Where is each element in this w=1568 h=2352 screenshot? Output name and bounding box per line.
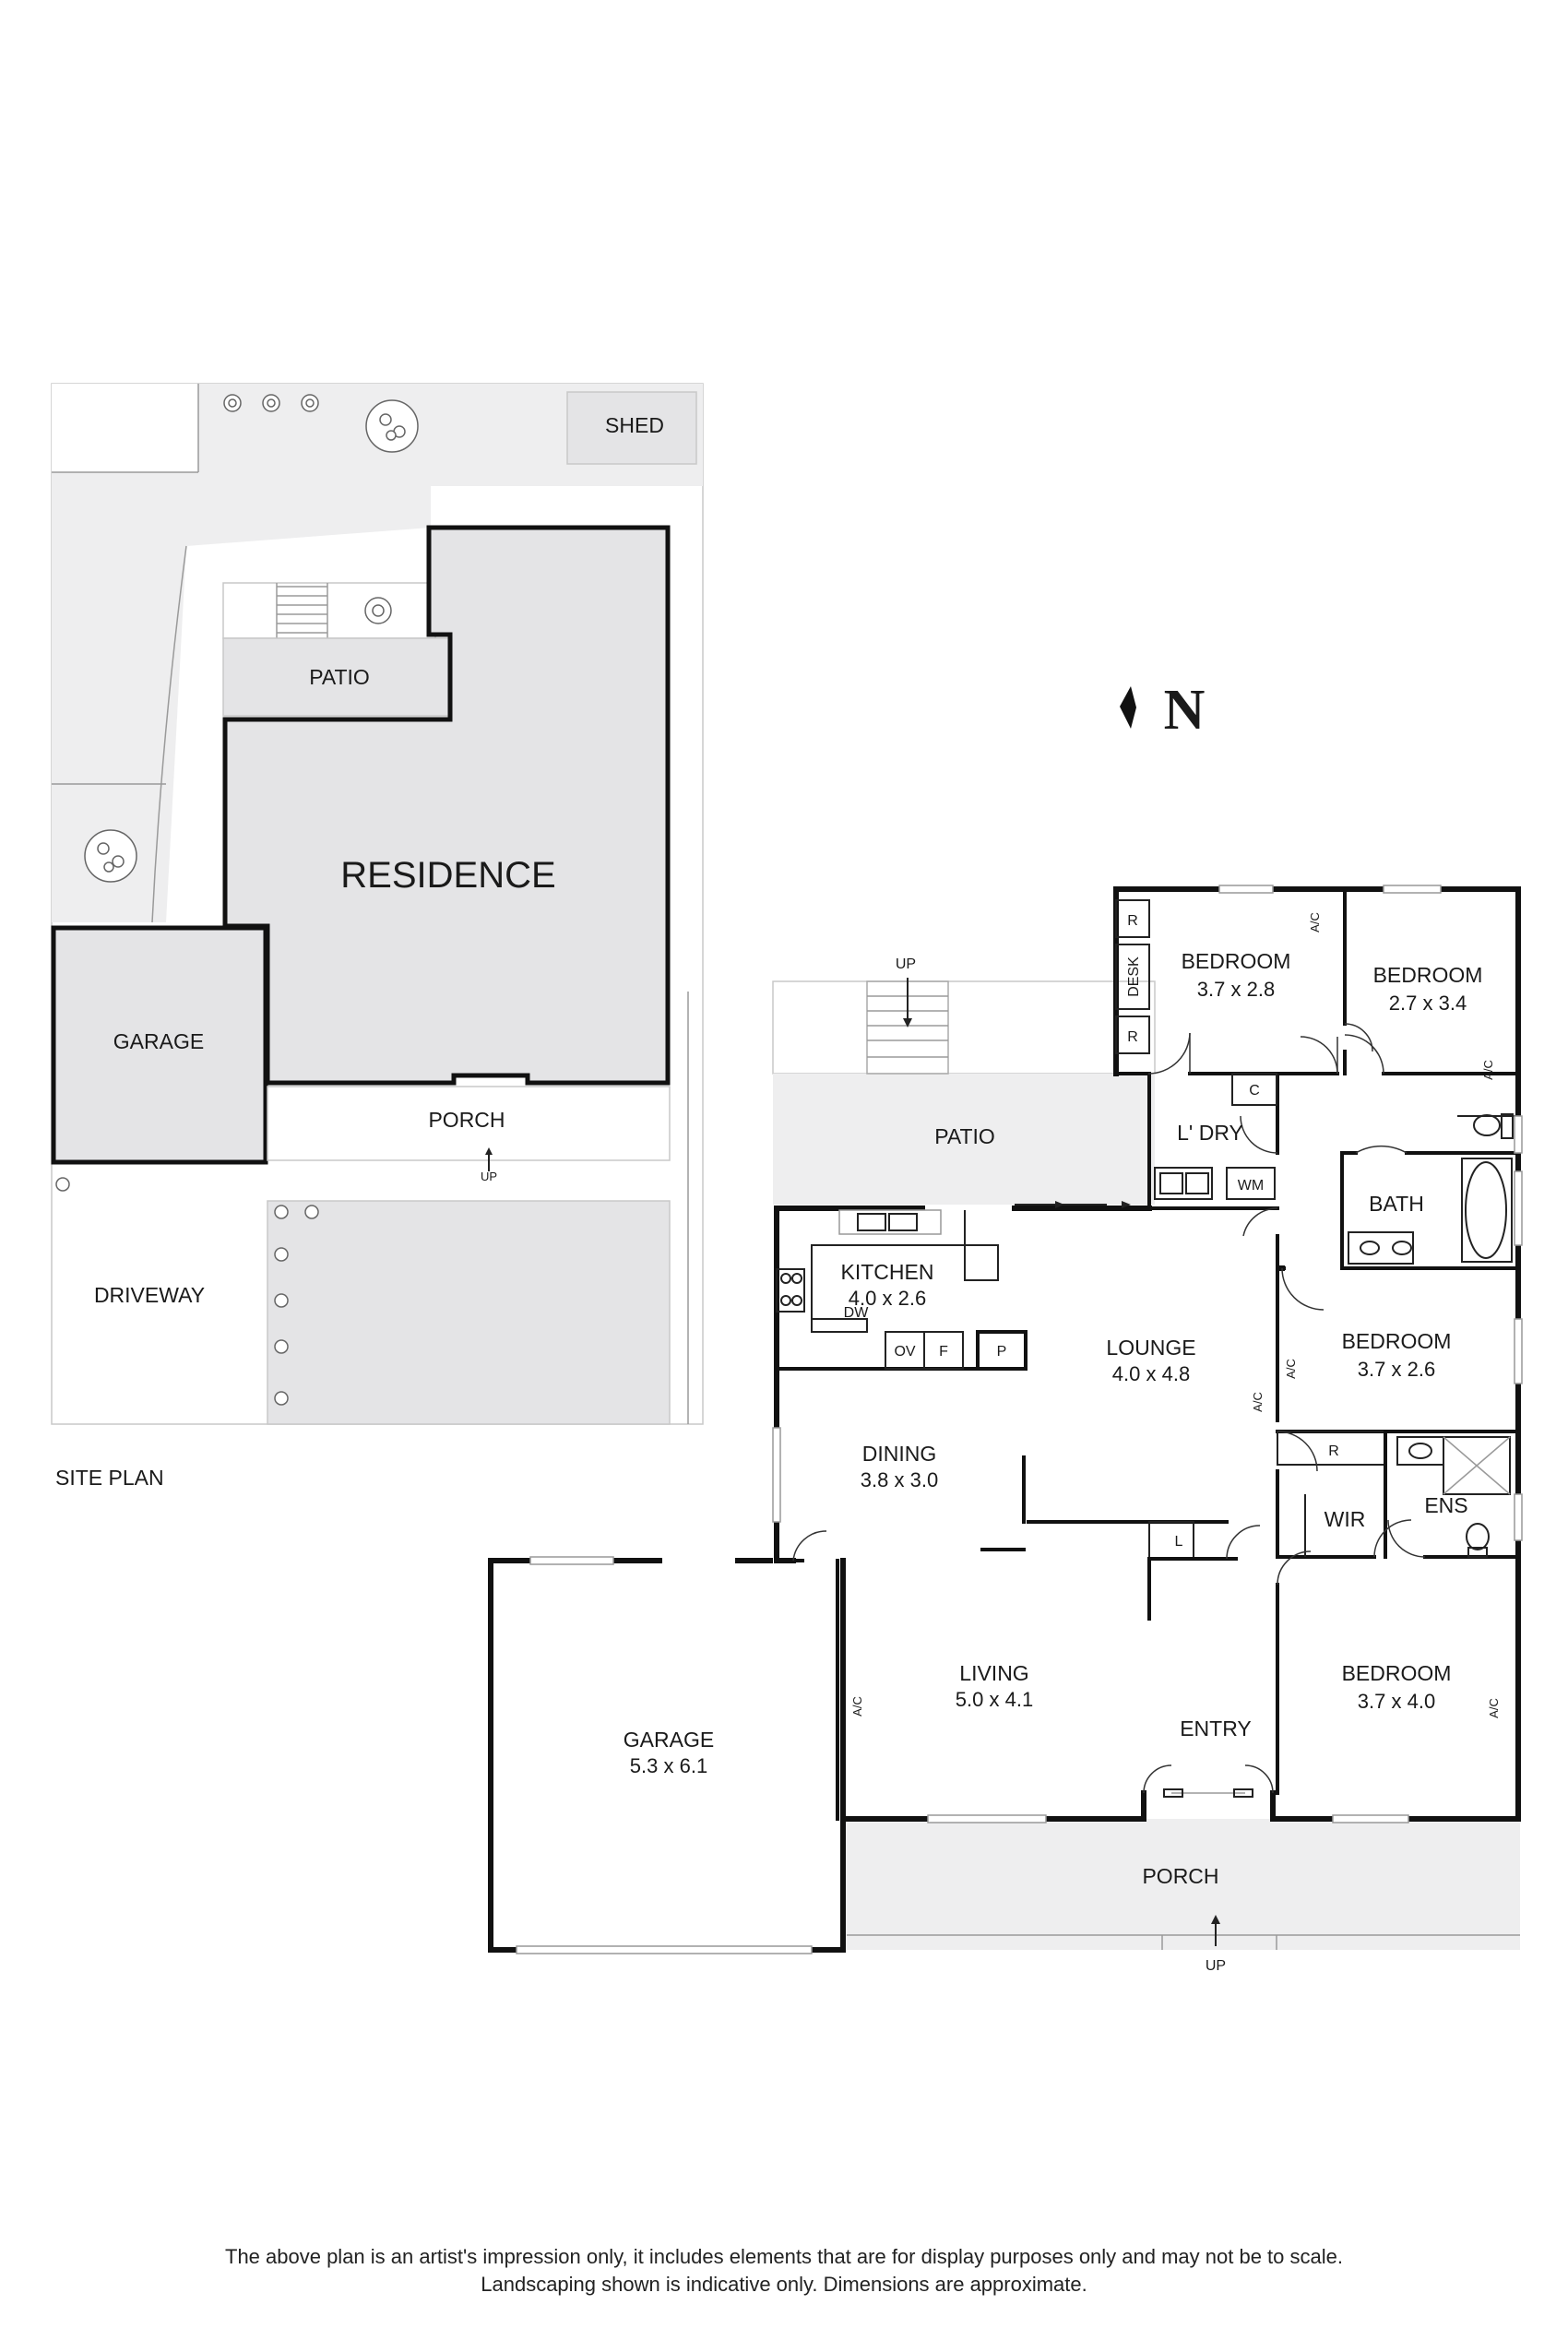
site-shed-label: SHED [605, 413, 664, 437]
bedroom-4: BEDROOM 3.7 x 4.0 [1342, 1661, 1452, 1713]
ensuite-label: ENS [1424, 1493, 1467, 1517]
site-rear-yard [52, 384, 703, 922]
bedroom-1: BEDROOM 3.7 x 2.8 [1182, 949, 1291, 1001]
patio-area [773, 1074, 1155, 1205]
room-dims: 5.3 x 6.1 [630, 1754, 707, 1777]
fridge-label: F [939, 1344, 948, 1360]
room-name: BEDROOM [1342, 1329, 1452, 1353]
rear-stairs [866, 978, 949, 1075]
bath-label: BATH [1369, 1192, 1424, 1216]
room-dims: 5.0 x 4.1 [956, 1688, 1033, 1711]
ac-label: A/C [1481, 1060, 1495, 1080]
disclaimer-line-2: Landscaping shown is indicative only. Di… [481, 2273, 1087, 2296]
door-swings [792, 1023, 1426, 1798]
linen-label: L [1175, 1534, 1183, 1550]
porch-area [845, 1819, 1520, 1950]
room-name: GARAGE [624, 1728, 714, 1752]
room-name: BEDROOM [1342, 1661, 1452, 1685]
site-plan-title: SITE PLAN [55, 1466, 164, 1490]
site-garage [51, 925, 268, 1165]
room-dims: 3.7 x 4.0 [1358, 1690, 1435, 1713]
room-dims: 3.7 x 2.6 [1358, 1358, 1435, 1381]
site-porch [267, 1086, 671, 1161]
compass: N [1120, 679, 1205, 742]
cupboard-label: C [1249, 1083, 1260, 1099]
ac-label: A/C [1251, 1392, 1265, 1412]
wir-label: WIR [1324, 1507, 1366, 1531]
site-driveway-label: DRIVEWAY [94, 1283, 205, 1307]
compass-north-label: N [1164, 679, 1206, 742]
oven-label: OV [894, 1344, 915, 1360]
room-name: BEDROOM [1182, 949, 1291, 973]
windows [529, 885, 1523, 1823]
kitchen-fixtures [776, 1209, 1028, 1371]
garage-front-wall [805, 1558, 846, 1953]
compass-arrow-icon [1120, 686, 1131, 729]
ac-label: A/C [850, 1696, 864, 1716]
dining: DINING 3.8 x 3.0 [861, 1442, 938, 1491]
robe-label: R [1127, 913, 1138, 929]
room-name: BEDROOM [1373, 963, 1483, 987]
site-shed [566, 391, 697, 465]
dishwasher-label: DW [844, 1305, 870, 1321]
site-rear-lawn [52, 384, 198, 472]
wet-area-fixtures [1154, 1113, 1514, 1558]
floor-plan: UP [488, 885, 1523, 1974]
site-plan: SHED PATIO RESIDENCE GARAGE PORCH UP DRI [51, 383, 704, 1490]
garage: GARAGE 5.3 x 6.1 [624, 1728, 714, 1777]
site-porch-label: PORCH [428, 1108, 505, 1132]
ac-label: A/C [1487, 1698, 1501, 1718]
kitchen: KITCHEN 4.0 x 2.6 [841, 1260, 934, 1310]
room-dims: 3.8 x 3.0 [861, 1468, 938, 1491]
site-garage-label: GARAGE [113, 1029, 204, 1053]
lounge: LOUNGE 4.0 x 4.8 [1106, 1336, 1195, 1385]
site-rear-deck [222, 582, 436, 639]
rear-landing [772, 980, 1156, 1075]
room-name: LIVING [959, 1661, 1028, 1685]
laundry-label: L' DRY [1177, 1121, 1243, 1145]
room-name: LOUNGE [1106, 1336, 1195, 1360]
pantry-label: P [997, 1344, 1007, 1360]
porch-label: PORCH [1142, 1864, 1218, 1888]
ac-label: A/C [1284, 1359, 1298, 1379]
garage-door [516, 1945, 813, 1954]
desk-label: DESK [1126, 956, 1142, 997]
site-porch-up: UP [481, 1170, 497, 1183]
patio-label: PATIO [934, 1124, 995, 1148]
entry-label: ENTRY [1180, 1716, 1252, 1740]
site-tree-icon [84, 399, 419, 883]
exterior-wall-dining [774, 1519, 796, 1563]
living: LIVING 5.0 x 4.1 [956, 1661, 1033, 1711]
site-rear-steps [276, 583, 328, 638]
room-name: KITCHEN [841, 1260, 934, 1284]
site-shrub-icon [55, 394, 392, 1406]
bedroom-2: BEDROOM 2.7 x 3.4 [1373, 963, 1483, 1015]
exterior-wall-kitchen [774, 1206, 925, 1431]
room-dims: 3.7 x 2.8 [1197, 978, 1275, 1001]
washing-machine-label: WM [1238, 1178, 1264, 1194]
site-patio-label: PATIO [309, 665, 370, 689]
robe-label: R [1127, 1029, 1138, 1045]
site-residence-label: RESIDENCE [340, 855, 555, 896]
bedroom-3: BEDROOM 3.7 x 2.6 [1342, 1329, 1452, 1381]
disclaimer-line-1: The above plan is an artist's impression… [225, 2245, 1343, 2268]
site-path-curve [151, 545, 187, 923]
room-name: DINING [862, 1442, 937, 1466]
robe-label: R [1328, 1443, 1339, 1459]
porch-up-label: UP [1206, 1958, 1226, 1974]
ac-label: A/C [1308, 912, 1322, 932]
room-dims: 4.0 x 2.6 [849, 1287, 926, 1310]
room-dims: 4.0 x 4.8 [1112, 1362, 1190, 1385]
room-dims: 2.7 x 3.4 [1389, 992, 1467, 1015]
stairs-up-label: UP [896, 956, 916, 972]
site-driveway-pavers [267, 1200, 671, 1425]
